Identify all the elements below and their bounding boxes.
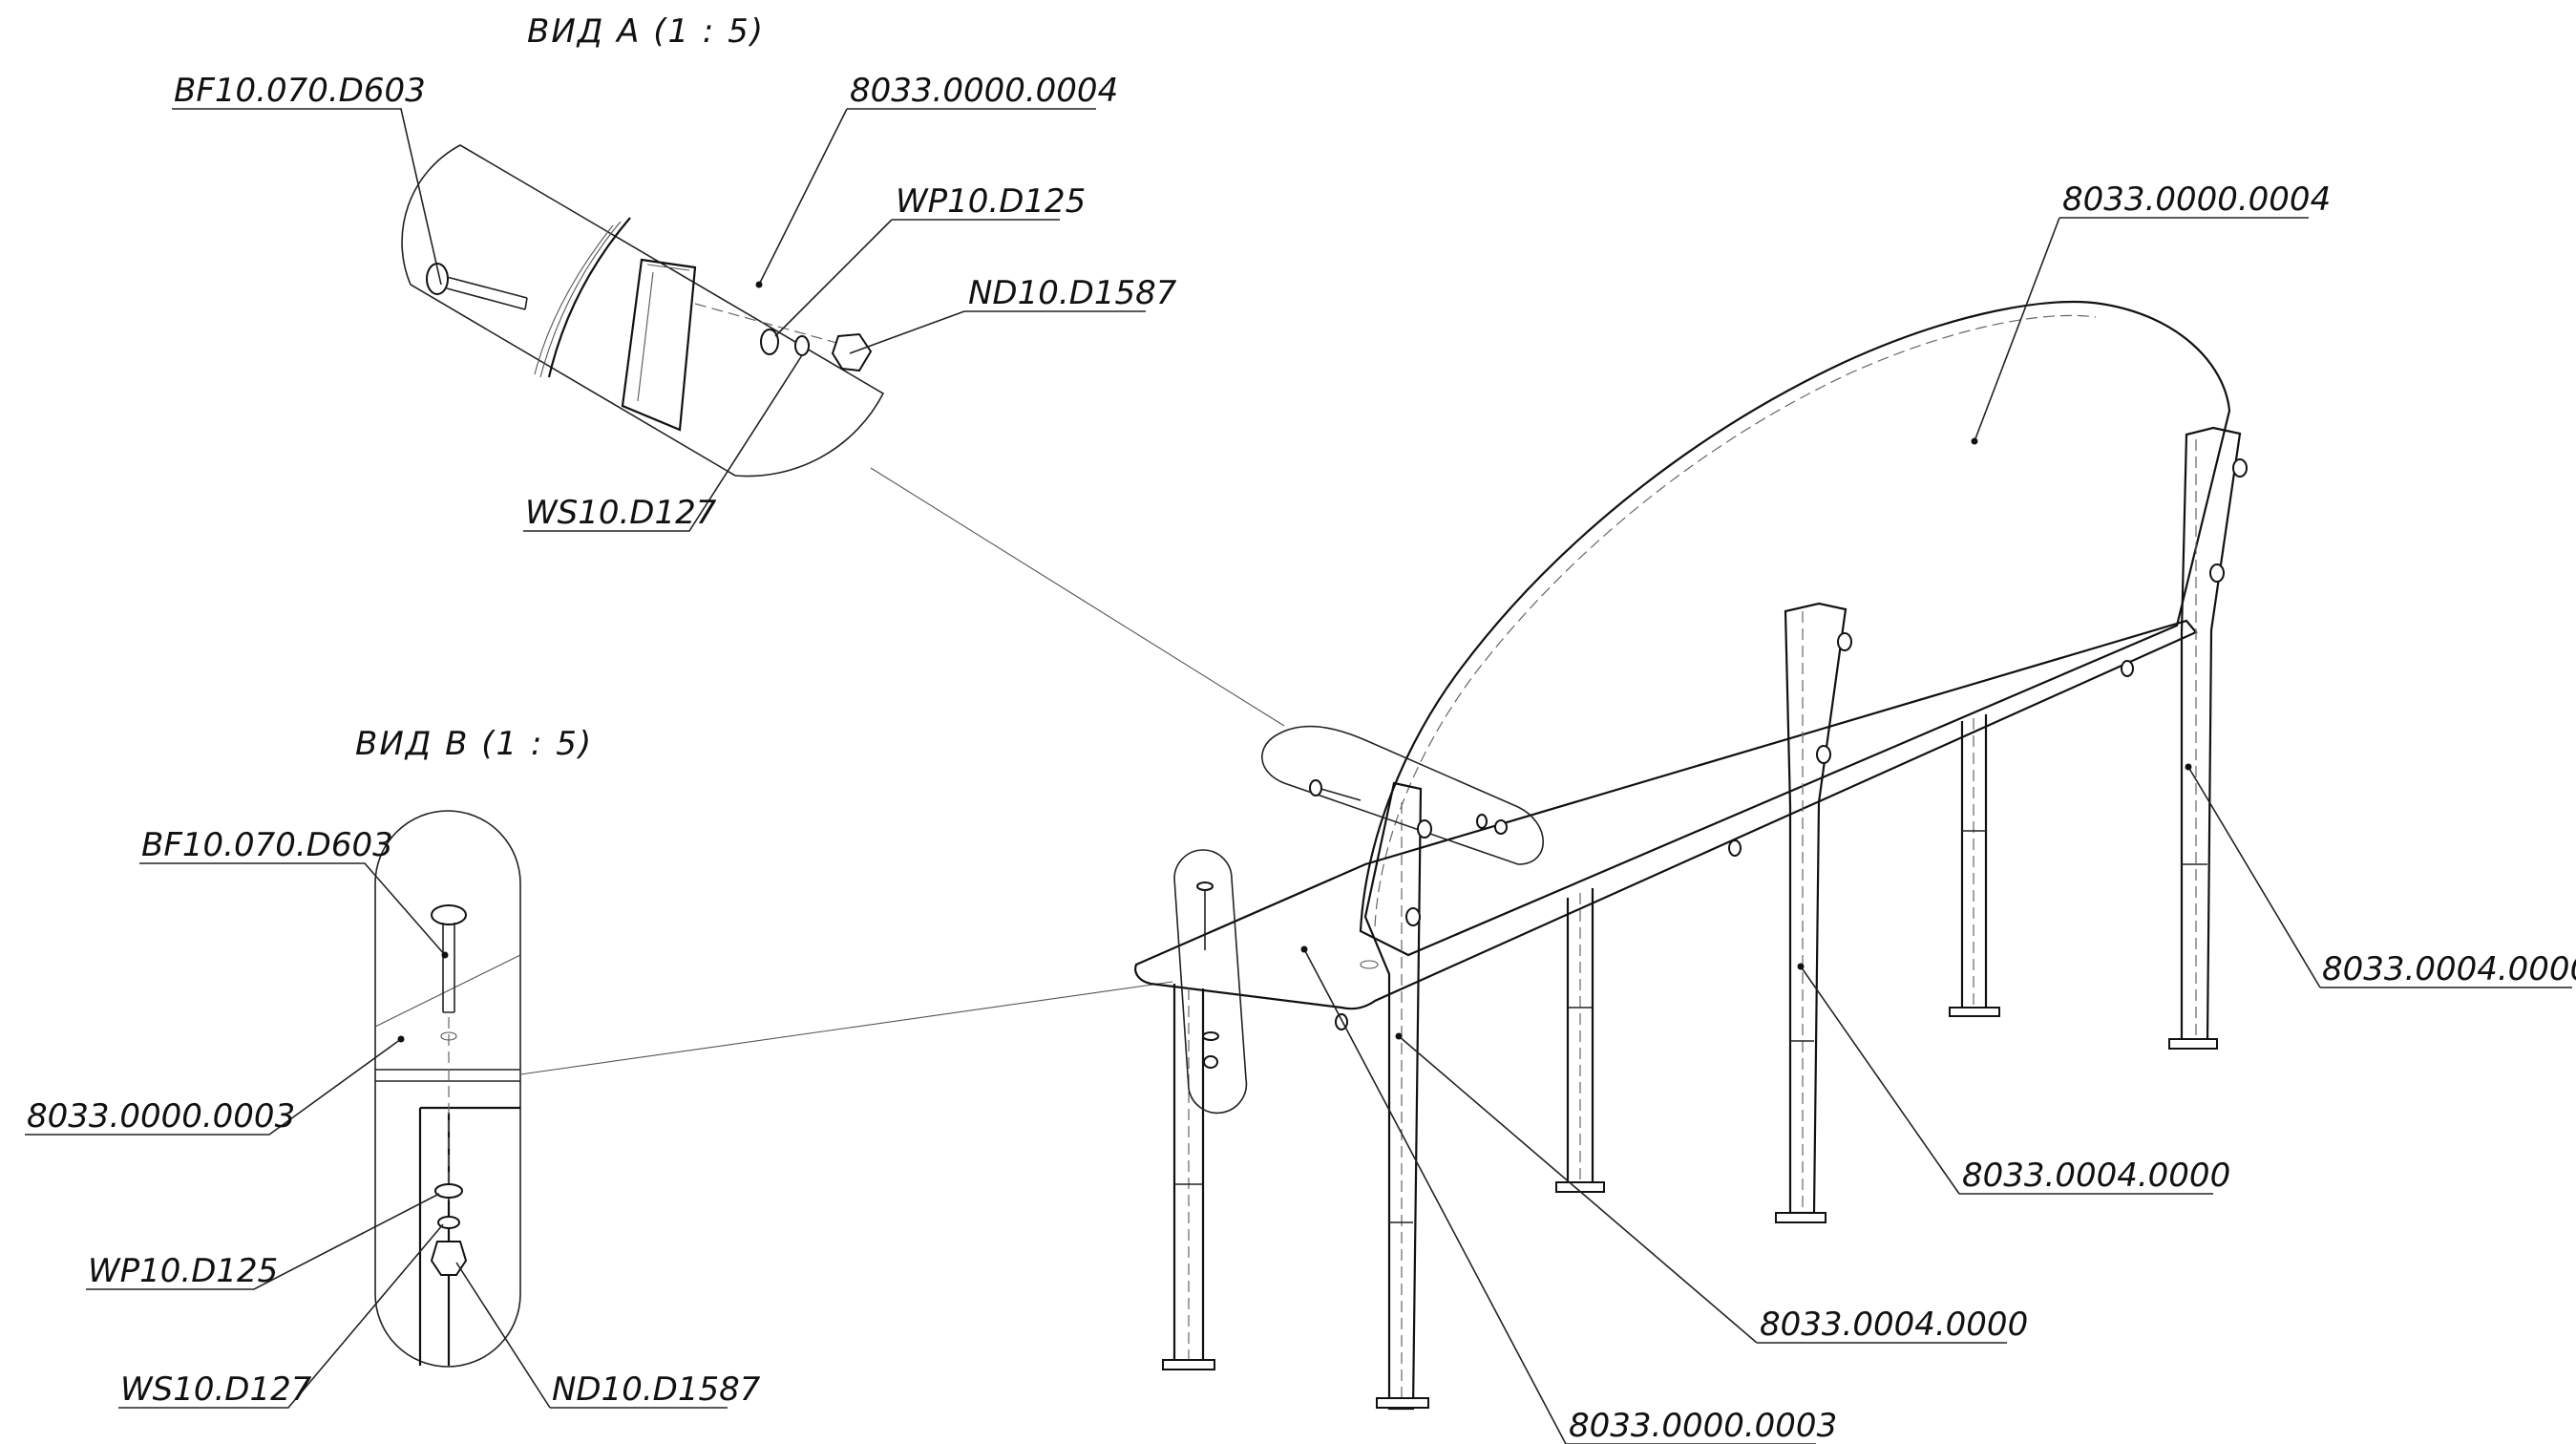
view-b-nut: [430, 1241, 468, 1276]
view-b-bolt-shank: [442, 923, 455, 1013]
view-a-post: [621, 258, 697, 432]
dot-main-post-right: [2185, 763, 2192, 771]
leader-main-post-front: [1398, 1035, 2007, 1344]
main-view-b-bolt-head: [1196, 881, 1214, 891]
leader-b-bolt: [139, 862, 446, 956]
label-a-bolt: BF10.070.D603: [174, 72, 426, 110]
fastener-mid-top: [1837, 632, 1852, 651]
leader-a-washer-plain: [774, 219, 1060, 337]
post-right-front: [1960, 714, 1988, 1008]
view-a-post-inner: [637, 271, 654, 402]
label-main-post-front: 8033.0004.0000: [1760, 1306, 2028, 1344]
post-mid-back-base: [1775, 1212, 1826, 1223]
main-view-a-nut: [1494, 819, 1508, 835]
view-a-bolt-head: [426, 263, 449, 295]
view-a-axis: [694, 303, 841, 345]
leader-main-post-mid: [1800, 966, 2213, 1195]
label-a-nut: ND10.D1587: [968, 274, 1177, 312]
label-b-washer-plain: WP10.D125: [88, 1252, 278, 1290]
view-a-detail: ВИД A (1 : 5) BF10.070.D603 8033.0000.00…: [172, 12, 1285, 727]
label-a-panel: 8033.0000.0004: [850, 72, 1118, 110]
leader-a-panel: [758, 108, 1096, 286]
fastener-mid-bottom: [1816, 745, 1831, 764]
leader-main-seat: [1303, 948, 1816, 1444]
leader-b-nut: [455, 1262, 728, 1409]
view-b-washer-spring: [437, 1216, 460, 1229]
leader-b-washer-spring: [118, 1223, 444, 1409]
post-right-back: [2180, 426, 2242, 1043]
fastener-front-top: [1417, 819, 1432, 839]
seat-hole: [1360, 960, 1379, 969]
post-front-left: [1172, 984, 1205, 1366]
post-front-left-base: [1162, 1359, 1215, 1370]
main-view-b-washer: [1202, 1031, 1219, 1041]
post-right-back-base: [2168, 1038, 2218, 1050]
dot-a-panel: [755, 281, 763, 288]
leader-main-post-right: [2187, 766, 2572, 988]
label-b-seat: 8033.0000.0003: [27, 1097, 295, 1136]
fastener-right-top: [2232, 458, 2248, 478]
post-mid-front-base: [1555, 1181, 1605, 1193]
view-a-capsule: [401, 144, 885, 478]
main-view-a-capsule: [1261, 725, 1544, 865]
label-main-seat: 8033.0000.0003: [1569, 1407, 1837, 1444]
label-b-nut: ND10.D1587: [552, 1370, 761, 1409]
leader-b-washer-plain: [86, 1193, 440, 1290]
fastener-right-bottom: [2209, 563, 2225, 583]
dot-b-seat: [397, 1035, 405, 1043]
main-view-a-washer: [1476, 814, 1488, 829]
dot-main-post-front: [1395, 1032, 1403, 1040]
main-view-b-nut: [1203, 1055, 1218, 1069]
label-main-panel: 8033.0000.0004: [2062, 180, 2331, 219]
post-right-front-base: [1949, 1007, 2000, 1017]
view-b-title: ВИД B (1 : 5): [355, 725, 593, 763]
label-a-washer-plain: WP10.D125: [896, 182, 1086, 221]
view-a-bolt-shank: [446, 276, 528, 310]
fastener-seat-1: [1728, 839, 1742, 857]
view-a-washer-spring: [794, 335, 810, 356]
view-a-title: ВИД A (1 : 5): [527, 12, 765, 51]
view-b-bolt-head: [431, 904, 467, 925]
dot-b-bolt: [441, 951, 449, 959]
view-b-capsule: [374, 810, 521, 1368]
connector-b: [519, 981, 1173, 1075]
dot-main-post-mid: [1797, 963, 1805, 970]
view-b-washer-plain: [434, 1183, 463, 1199]
leader-a-nut: [849, 310, 1146, 354]
fastener-front-bottom: [1405, 907, 1421, 926]
label-b-bolt: BF10.070.D603: [141, 826, 393, 864]
label-a-washer-spring: WS10.D127: [525, 494, 717, 532]
dot-main-seat: [1300, 945, 1308, 953]
leader-b-seat: [25, 1038, 402, 1136]
view-b-post: [418, 1106, 520, 1366]
post-mid-back: [1784, 602, 1848, 1215]
seat-board: [1134, 619, 2198, 1010]
dot-main-panel: [1971, 437, 1978, 445]
main-assembly: 8033.0000.0004 8033.0004.0000 8033.0004.…: [1134, 180, 2576, 1444]
main-view-a-bolt: [1317, 787, 1362, 801]
fastener-seat-2: [2121, 660, 2134, 677]
main-view-b-capsule: [1173, 849, 1248, 1115]
main-view-a-bolt-head: [1309, 779, 1322, 796]
connector-a: [870, 467, 1285, 727]
view-b-detail: ВИД B (1 : 5) BF10.070.D603 8033.0000.00…: [25, 725, 1173, 1409]
post-mid-front: [1566, 888, 1594, 1184]
leader-a-washer-spring: [523, 354, 803, 532]
post-front-right-base: [1376, 1397, 1429, 1409]
view-a-panel-edge-inner: [539, 221, 622, 378]
label-main-post-right: 8033.0004.0000: [2322, 950, 2576, 988]
leader-main-panel: [1974, 217, 2309, 442]
leader-a-bolt: [172, 108, 442, 286]
label-main-post-mid: 8033.0004.0000: [1962, 1157, 2230, 1195]
post-front-right: [1363, 781, 1423, 1411]
label-b-washer-spring: WS10.D127: [120, 1370, 312, 1409]
view-a-panel-edge: [547, 217, 631, 378]
view-b-seat-top: [374, 954, 521, 1028]
view-a-washer-plain: [760, 329, 779, 355]
view-a-panel-edge-inner2: [534, 224, 614, 375]
back-panel-outline: [1359, 300, 2231, 957]
view-b-hole: [440, 1031, 457, 1041]
view-a-post-top: [646, 264, 690, 271]
